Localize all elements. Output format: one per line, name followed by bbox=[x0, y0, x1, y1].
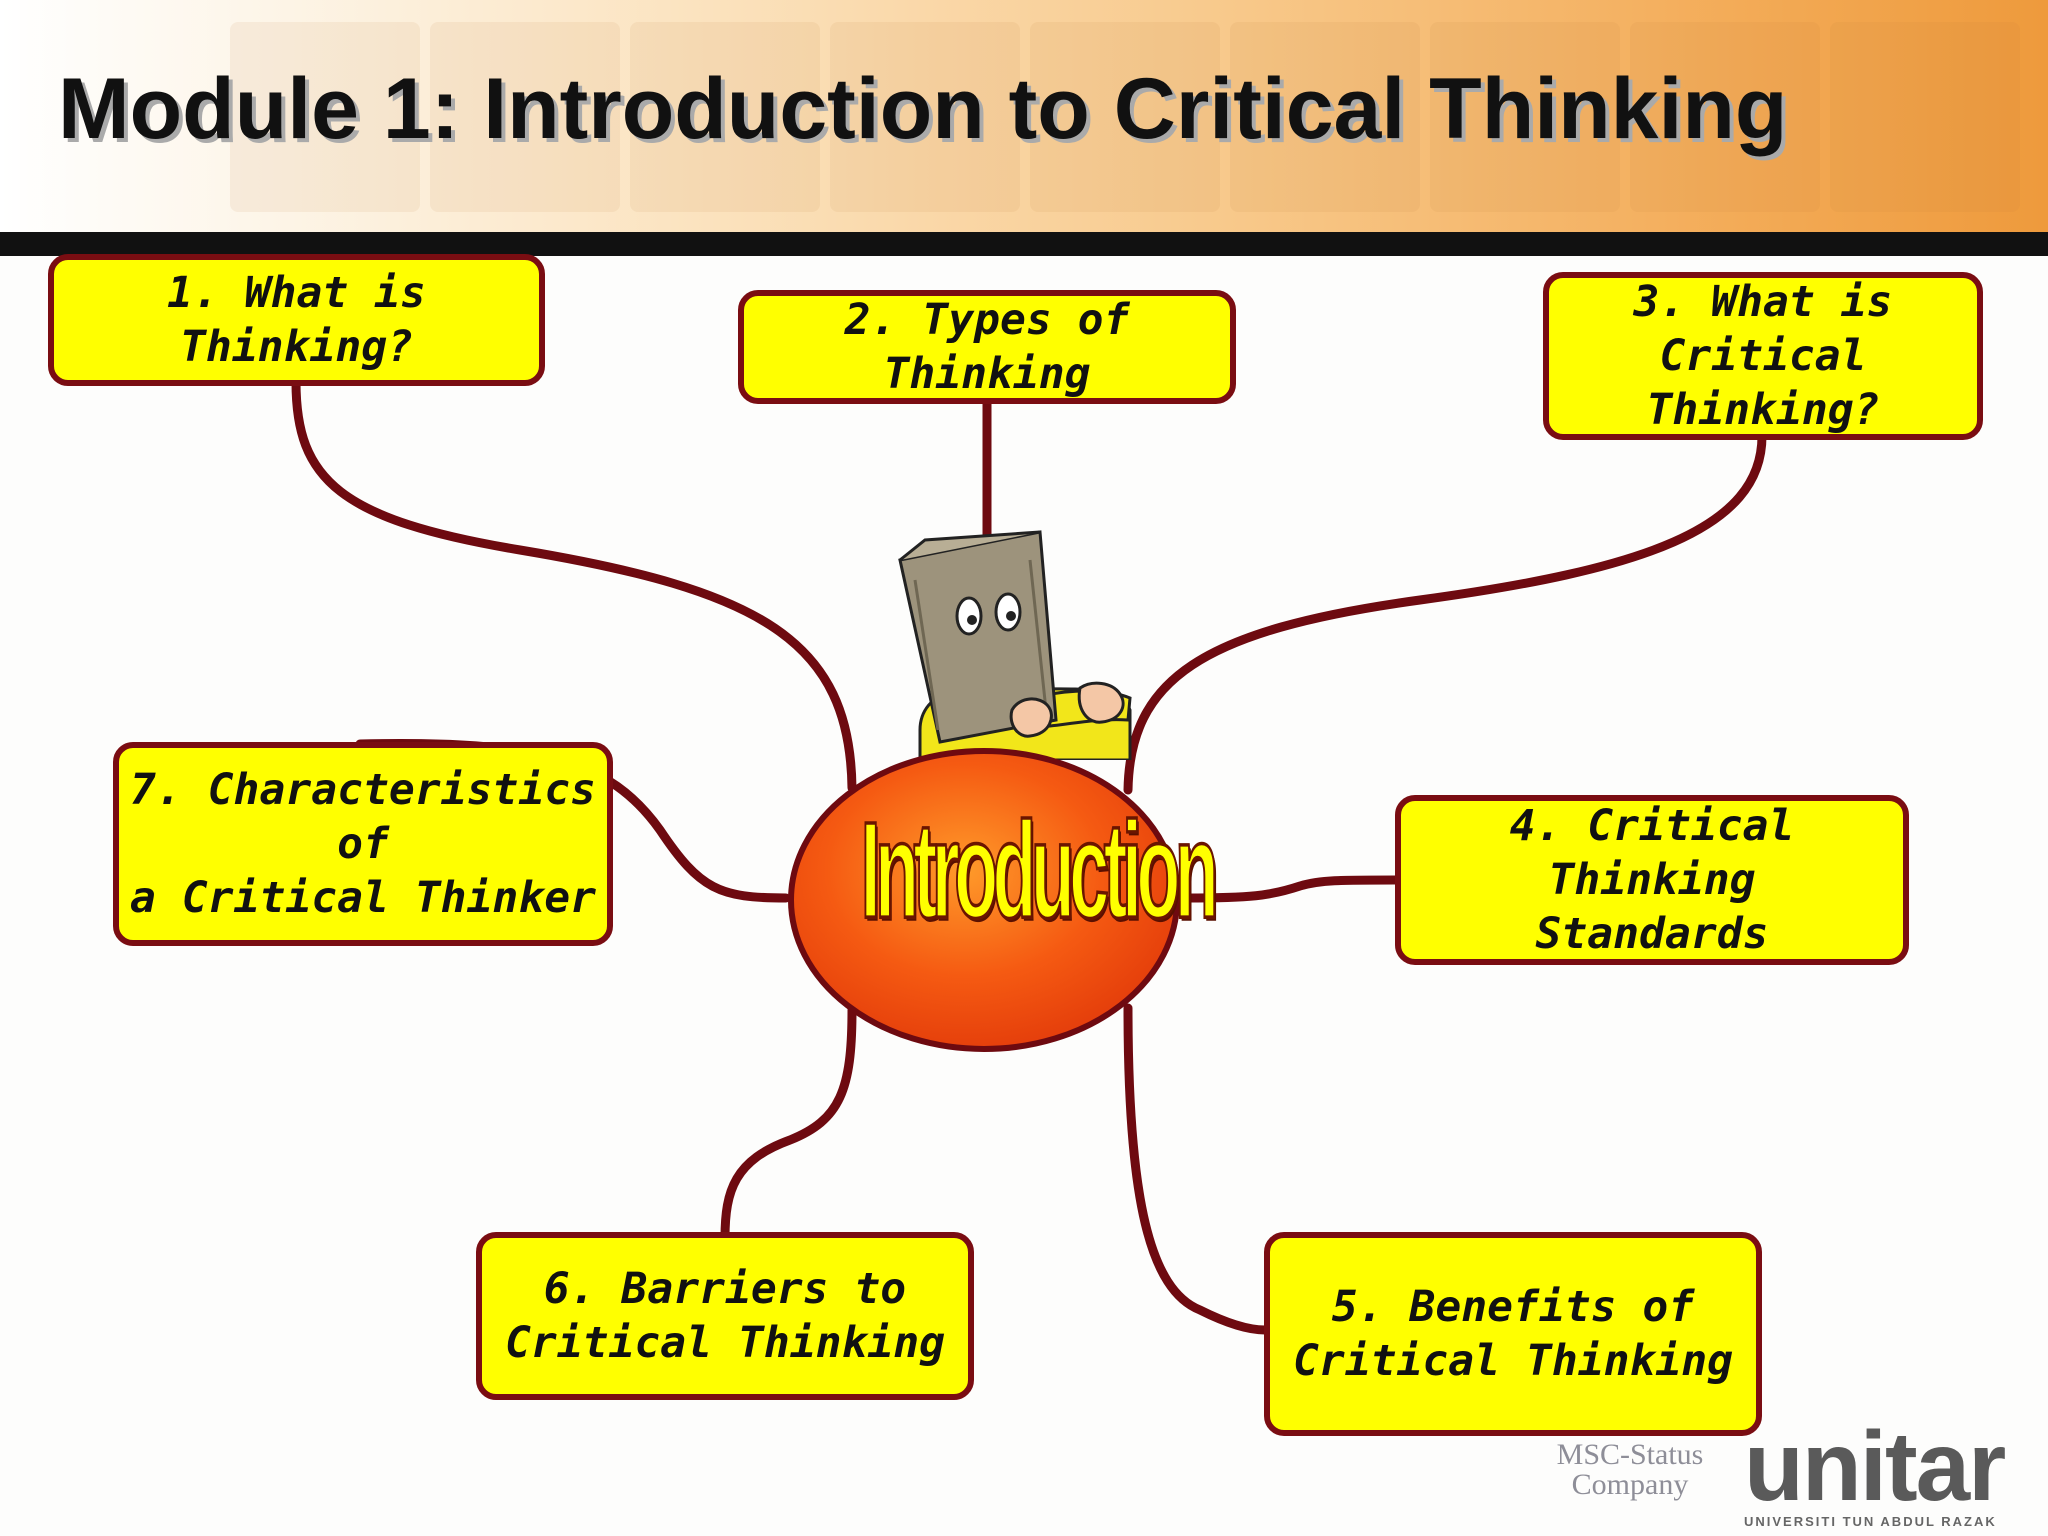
topic-characteristics-of-critical-thinker[interactable]: 7. Characteristics of a Critical Thinker bbox=[113, 742, 613, 946]
msc-logo-line2: Company bbox=[1571, 1468, 1689, 1501]
topic-what-is-thinking[interactable]: 1. What is Thinking? bbox=[48, 254, 545, 386]
title-divider bbox=[0, 232, 2048, 256]
banner-photo-tile bbox=[230, 22, 420, 212]
unitar-logo-word: unitar bbox=[1744, 1411, 2006, 1521]
connector-5 bbox=[1123, 1003, 1270, 1335]
topic-what-is-critical-thinking[interactable]: 3. What is Critical Thinking? bbox=[1543, 272, 1983, 440]
slide-title: Module 1: Introduction to Critical Think… bbox=[58, 61, 1788, 157]
topic-barriers-to-critical-thinking[interactable]: 6. Barriers to Critical Thinking bbox=[476, 1232, 974, 1400]
introduction-hub[interactable] bbox=[785, 745, 1183, 1055]
paper-bag-character-illustration bbox=[898, 530, 1132, 760]
banner-photo-tile bbox=[1230, 22, 1420, 212]
topic-critical-thinking-standards[interactable]: 4. Critical Thinking Standards bbox=[1395, 795, 1909, 965]
connector-6 bbox=[720, 1005, 857, 1243]
msc-status-logo: MSC-Status Company bbox=[1530, 1440, 1730, 1500]
banner-photo-tile bbox=[1430, 22, 1620, 212]
banner-photo-tile bbox=[1030, 22, 1220, 212]
unitar-logo: unitar UNIVERSITI TUN ABDUL RAZAK bbox=[1744, 1411, 2034, 1529]
topic-types-of-thinking[interactable]: 2. Types of Thinking bbox=[738, 290, 1236, 404]
hub-label: Introduction bbox=[860, 792, 1220, 949]
connector-4 bbox=[1181, 875, 1400, 903]
unitar-logo-subtitle: UNIVERSITI TUN ABDUL RAZAK bbox=[1744, 1514, 1997, 1529]
banner-photo-tile bbox=[430, 22, 620, 212]
topic-benefits-of-critical-thinking[interactable]: 5. Benefits of Critical Thinking bbox=[1264, 1232, 1762, 1436]
msc-logo-line1: MSC-Status bbox=[1556, 1438, 1704, 1471]
connector-1 bbox=[291, 377, 857, 793]
banner-photo-tile bbox=[830, 22, 1020, 212]
banner-photo-tile bbox=[630, 22, 820, 212]
banner-photo-tile bbox=[1630, 22, 1820, 212]
title-banner: Module 1: Introduction to Critical Think… bbox=[0, 0, 2048, 232]
banner-photo-tile bbox=[1830, 22, 2020, 212]
connector-3 bbox=[1123, 431, 1767, 795]
